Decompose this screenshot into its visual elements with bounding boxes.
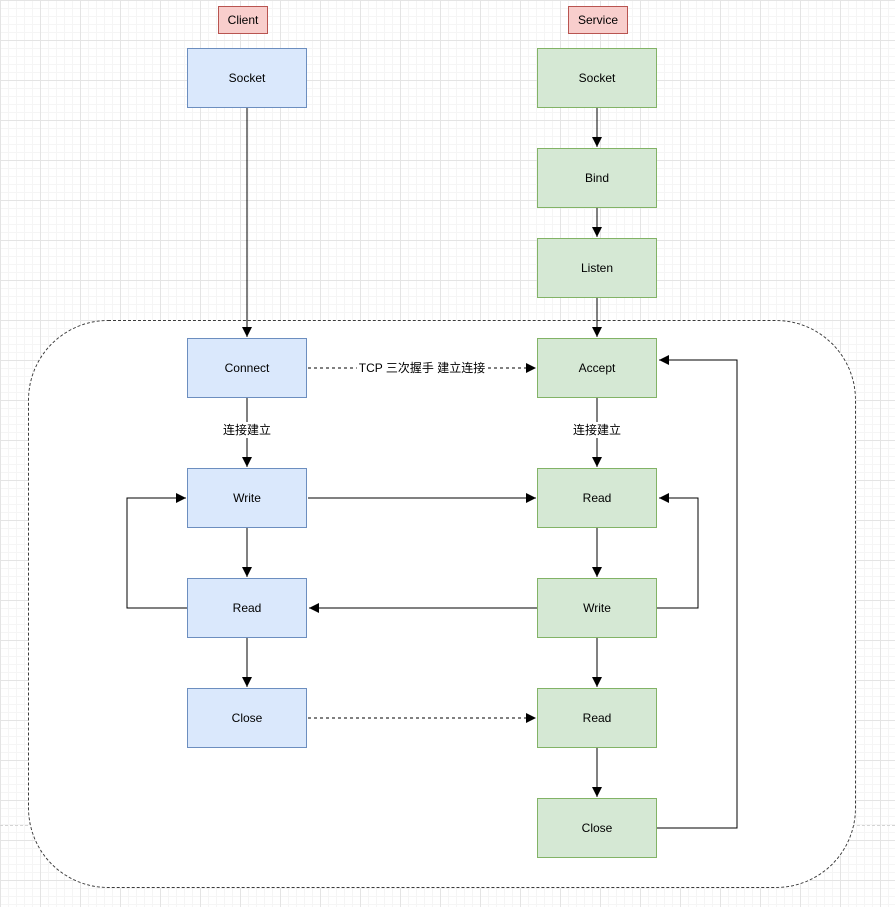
header-client[interactable]: Client (218, 6, 268, 34)
node-service-listen[interactable]: Listen (537, 238, 657, 298)
node-service-listen-label: Listen (580, 261, 614, 275)
node-service-bind-label: Bind (584, 171, 610, 185)
edge-label-handshake[interactable]: TCP 三次握手 建立连接 (356, 360, 488, 376)
header-client-label: Client (227, 13, 259, 27)
node-client-read-label: Read (232, 601, 262, 615)
header-service-label: Service (577, 13, 618, 27)
node-service-accept[interactable]: Accept (537, 338, 657, 398)
node-service-read1-label: Read (582, 491, 612, 505)
node-service-socket-label: Socket (578, 71, 616, 85)
node-client-close[interactable]: Close (187, 688, 307, 748)
node-service-bind[interactable]: Bind (537, 148, 657, 208)
node-client-connect-label: Connect (224, 361, 270, 375)
node-client-connect[interactable]: Connect (187, 338, 307, 398)
node-service-close[interactable]: Close (537, 798, 657, 858)
node-client-read[interactable]: Read (187, 578, 307, 638)
node-client-socket-label: Socket (228, 71, 266, 85)
node-client-write[interactable]: Write (187, 468, 307, 528)
node-client-close-label: Close (231, 711, 263, 725)
node-service-close-label: Close (581, 821, 613, 835)
session-boundary-box[interactable] (28, 320, 856, 888)
node-service-read1[interactable]: Read (537, 468, 657, 528)
edge-label-service-established[interactable]: 连接建立 (570, 422, 624, 438)
node-service-write-label: Write (583, 601, 611, 615)
node-service-read2-label: Read (582, 711, 612, 725)
node-client-write-label: Write (233, 491, 261, 505)
node-client-socket[interactable]: Socket (187, 48, 307, 108)
node-service-socket[interactable]: Socket (537, 48, 657, 108)
header-service[interactable]: Service (568, 6, 628, 34)
edge-label-client-established[interactable]: 连接建立 (220, 422, 274, 438)
node-service-write[interactable]: Write (537, 578, 657, 638)
node-service-accept-label: Accept (578, 361, 616, 375)
node-service-read2[interactable]: Read (537, 688, 657, 748)
